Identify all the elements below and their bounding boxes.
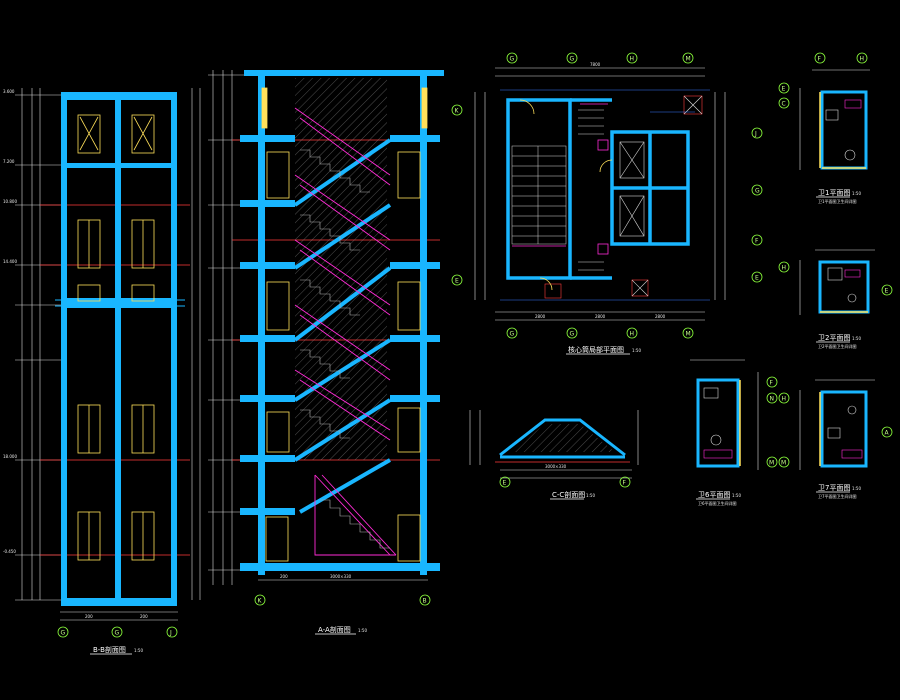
roof-shape — [499, 418, 626, 459]
core-axis-bottom-3: H — [630, 331, 635, 338]
section-c-axis-1: E — [503, 480, 507, 487]
section-b-left-dimension-lines — [15, 88, 62, 601]
wc7-scale: 1:50 — [852, 486, 861, 491]
wc7-axis-right: A — [885, 430, 890, 437]
core-axis-left-2: E — [455, 278, 459, 285]
core-dim-top: 7800 — [590, 62, 601, 67]
section-b-axis-1: G — [61, 630, 66, 637]
core-plan: G G H M G G H M J G F E K E 7800 2800 28… — [451, 52, 763, 355]
section-b-axis-bubbles — [57, 626, 178, 638]
section-a-axis-2: B — [423, 598, 427, 605]
section-b-doors — [77, 114, 155, 561]
core-axis-right-2: G — [755, 188, 760, 195]
wc1-scale: 1:50 — [852, 191, 861, 196]
section-b-elev-1: 3.600 — [3, 89, 15, 94]
section-b-dim-1: 200 — [85, 614, 93, 619]
wc6-plan: F N M 卫6平面图 1:50 卫6平面图卫生间详图 — [690, 359, 778, 506]
core-dim-bottom-1: 2800 — [535, 314, 546, 319]
wc7-axis-left-2: M — [781, 460, 786, 467]
core-axis-top-2: G — [570, 56, 575, 63]
wc2-axis-left: H — [782, 265, 787, 272]
section-a-axis-1: K — [258, 598, 263, 605]
section-a-dim-2: 3000×330 — [330, 574, 352, 579]
core-axis-right-3: F — [755, 238, 759, 245]
wc7-title: 卫7平面图 — [818, 484, 850, 492]
stair-steps — [300, 149, 390, 549]
core-elevator-shafts — [544, 95, 703, 299]
wc2-note: 卫2平面图卫生间详图 — [818, 343, 857, 349]
section-c-c: E F 3000×330 C-C剖面图 1:50 — [469, 410, 639, 500]
wc6-title: 卫6平面图 — [698, 491, 730, 499]
core-axis-top-4: M — [686, 56, 691, 63]
section-b-axis-3: J — [169, 630, 172, 637]
section-a-dimension-lines — [208, 70, 262, 585]
wc2-plan: H E 卫2平面图 1:50 卫2平面图卫生间详图 — [778, 249, 893, 349]
wc2-scale: 1:50 — [852, 336, 861, 341]
section-c-title: C-C剖面图 — [552, 490, 585, 499]
section-b-elev-4: 14.400 — [3, 259, 17, 264]
wc1-plan: F H E C 卫1平面图 1:50 卫1平面图卫生间详图 — [778, 52, 870, 204]
section-b-elev-5: 18.000 — [3, 454, 17, 459]
section-b-elev-6: -0.450 — [3, 549, 16, 554]
wc6-scale: 1:50 — [732, 493, 741, 498]
wc1-axis-left-2: C — [782, 101, 786, 108]
wc1-axis-top-2: H — [860, 56, 865, 63]
section-b-scale: 1:50 — [134, 648, 143, 653]
wc1-note: 卫1平面图卫生间详图 — [818, 198, 857, 204]
core-dim-bottom-3: 2800 — [655, 314, 666, 319]
core-axis-bottom-4: M — [686, 331, 691, 338]
core-axis-bottom-2: G — [570, 331, 575, 338]
wc2-axis-right: E — [885, 288, 889, 295]
section-a-scale: 1:50 — [358, 628, 367, 633]
core-dim-bottom-2: 2800 — [595, 314, 606, 319]
core-scale: 1:50 — [632, 348, 641, 353]
section-a-walls — [240, 70, 444, 575]
core-axis-right-4: E — [755, 275, 759, 282]
section-b-axis-2: G — [115, 630, 120, 637]
core-axis-bottom-1: G — [510, 331, 515, 338]
section-b-title: B-B剖面图 — [93, 645, 126, 654]
section-b-elev-3: 10.800 — [3, 199, 17, 204]
wc1-axis-top-1: F — [818, 56, 822, 63]
section-a-title: A-A剖面图 — [318, 625, 351, 634]
wc7-plan: H M A 卫7平面图 1:50 卫7平面图卫生间详图 — [778, 379, 893, 499]
wc2-title: 卫2平面图 — [818, 334, 850, 342]
core-axis-right-1: J — [754, 131, 757, 138]
wc7-axis-left-1: H — [782, 396, 787, 403]
core-axis-left-1: K — [455, 108, 460, 115]
section-b-walls — [61, 92, 177, 606]
section-c-scale: 1:50 — [586, 493, 595, 498]
wc1-axis-left-1: E — [782, 86, 786, 93]
stair-handrails — [294, 107, 397, 556]
core-walls — [506, 98, 690, 280]
wc1-title: 卫1平面图 — [818, 189, 850, 197]
section-c-axis-2: F — [623, 480, 627, 487]
wc6-axis-right-3: M — [769, 460, 774, 467]
section-b-right-dimension-lines — [191, 88, 201, 600]
section-b-dim-2: 200 — [140, 614, 148, 619]
core-axis-top-1: G — [510, 56, 515, 63]
core-stairs — [511, 109, 604, 271]
roof-hatch — [510, 424, 615, 452]
wc7-note: 卫7平面图卫生间详图 — [818, 493, 857, 499]
section-b-elev-2: 7.200 — [3, 159, 15, 164]
wc6-axis-right-2: N — [770, 396, 775, 403]
core-title: 核心筒局部平面图 — [568, 345, 624, 354]
stair-void-hatch — [295, 78, 387, 460]
section-b-b: 3.600 7.200 10.800 14.400 18.000 -0.450 … — [3, 88, 201, 655]
section-c-dim: 3000×330 — [545, 464, 567, 469]
section-a-a: 200 3000×330 K B A-A剖面图 1:50 — [208, 70, 444, 635]
section-a-dim-1: 200 — [280, 574, 288, 579]
section-b-floor-lines — [55, 299, 185, 307]
wc6-axis-right-1: F — [770, 380, 774, 387]
wc6-note: 卫6平面图卫生间详图 — [698, 500, 737, 506]
core-axis-top-3: H — [630, 56, 635, 63]
section-a-doors — [261, 87, 428, 562]
